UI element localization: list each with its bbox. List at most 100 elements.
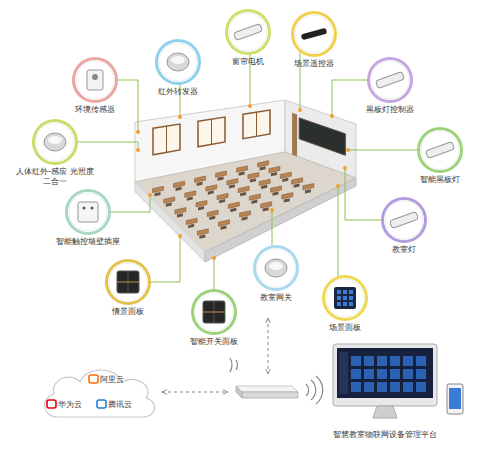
desk (206, 185, 217, 191)
device-node: 教室灯 (362, 197, 446, 255)
desk (238, 186, 249, 192)
device-label: 教室网关 (234, 293, 318, 303)
monitor-icon (325, 342, 475, 422)
desk (292, 178, 303, 184)
device-node: 窗帘电机 (206, 9, 290, 67)
desk (164, 197, 175, 203)
leader-dot (148, 193, 152, 197)
platform-node: 智慧教室物联网设备管理平台 (325, 342, 475, 442)
window (153, 124, 180, 155)
chair (197, 182, 203, 186)
chair (176, 187, 182, 191)
chair (218, 177, 224, 181)
leader-dot (136, 148, 140, 152)
desk (280, 172, 291, 178)
device-node: 人体红外-感应 光照度二合一 (13, 119, 97, 186)
desk (217, 193, 228, 199)
chair (198, 206, 204, 210)
leader-dot (178, 115, 182, 119)
leader-dot (330, 114, 334, 118)
chair (284, 198, 290, 202)
desk (248, 173, 259, 179)
device-icon (32, 119, 78, 165)
leader-dot (248, 104, 252, 108)
chair (305, 189, 311, 193)
device-label: 黑板灯控制器 (348, 105, 432, 115)
chair (250, 178, 256, 182)
leader-dot (336, 184, 340, 188)
device-label: 场景面板 (303, 323, 387, 333)
cloud-name: 腾讯云 (108, 399, 132, 410)
chair (229, 184, 235, 188)
chair (199, 234, 205, 238)
device-node: 黑板灯控制器 (348, 57, 432, 115)
chair (260, 166, 266, 170)
front-wall (135, 182, 205, 262)
cloud-shape (38, 362, 160, 422)
device-node: 红外转发器 (136, 39, 220, 97)
device-icon (225, 9, 271, 55)
classroom-illustration (135, 100, 356, 262)
desk (240, 211, 251, 217)
desk (153, 186, 164, 192)
device-label: 智能黑板灯 (398, 175, 482, 185)
window (198, 117, 225, 147)
desk (218, 220, 229, 226)
device-icon (417, 127, 463, 173)
desk (185, 191, 196, 197)
chair (282, 178, 288, 182)
window-frame (211, 119, 212, 144)
desk (227, 179, 238, 185)
desk (186, 218, 197, 224)
device-label: 智能触控墙壁插座 (46, 237, 130, 247)
leader-dot (178, 234, 182, 238)
door (292, 113, 297, 157)
device-node: 智能黑板灯 (398, 127, 482, 185)
chair (208, 190, 214, 194)
cloud-node: 阿里云华为云 腾讯云 (38, 362, 160, 422)
chair (240, 192, 246, 196)
desk (237, 166, 248, 172)
chair (294, 183, 300, 187)
leader-lines (55, 32, 440, 312)
device-icon (253, 245, 299, 291)
cloud-name: 华为云 (58, 399, 82, 410)
device-icon (72, 57, 118, 103)
blackboard (299, 118, 345, 155)
device-label: 情景面板 (86, 307, 170, 317)
chair (242, 216, 248, 220)
desk (174, 181, 185, 187)
device-label: 场景遥控器 (272, 59, 356, 69)
router-icon (236, 386, 298, 398)
chair (220, 225, 226, 229)
desk (303, 184, 314, 190)
leader-dot (298, 108, 302, 112)
device-label: 教室灯 (362, 245, 446, 255)
device-label: 环境传感器 (53, 105, 137, 115)
desk (207, 210, 218, 216)
chair (251, 200, 257, 204)
chair (219, 199, 225, 203)
device-icon (322, 275, 368, 321)
chair (188, 224, 194, 228)
desk (196, 200, 207, 206)
desk (197, 229, 208, 235)
desk (258, 161, 269, 167)
desk (261, 202, 272, 208)
wifi-symbol (306, 376, 323, 404)
device-label: 智能开关面板 (172, 337, 256, 347)
device-icon (367, 57, 413, 103)
device-icon (381, 197, 427, 243)
device-node: 智能开关面板 (172, 289, 256, 347)
device-node: 智能触控墙壁插座 (46, 189, 130, 247)
cloud-name: 阿里云 (100, 374, 124, 385)
desk (269, 166, 280, 172)
chair (166, 203, 172, 207)
device-label: 红外转发器 (136, 87, 220, 97)
chair (209, 216, 215, 220)
chair (230, 208, 236, 212)
desk (259, 179, 270, 185)
device-icon (291, 11, 337, 57)
desk (249, 194, 260, 200)
